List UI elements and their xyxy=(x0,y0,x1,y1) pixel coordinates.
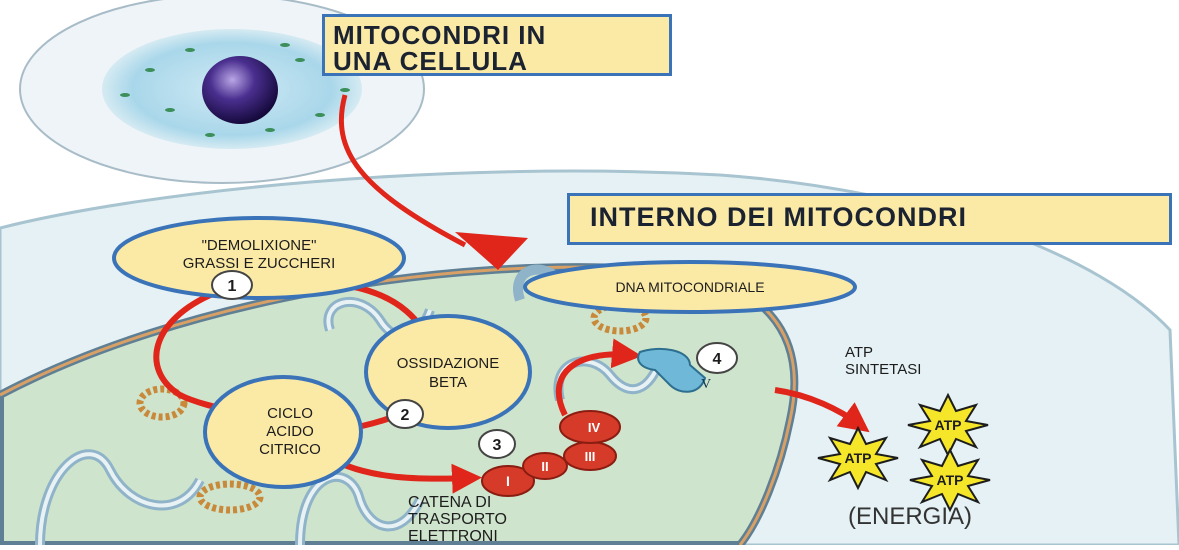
svg-text:I: I xyxy=(506,473,510,489)
step-badge-3 xyxy=(478,429,516,459)
ossidazione-label-2: BETA xyxy=(429,374,467,391)
complex-1 xyxy=(481,465,535,497)
atp-sintetasi-label-1: ATP xyxy=(845,344,873,361)
complex-2 xyxy=(522,452,568,480)
step-badges: 1 2 3 4 xyxy=(211,270,738,459)
atp-star-label-2: ATP xyxy=(845,450,872,466)
atp-synthase: V xyxy=(637,347,711,393)
complex-4 xyxy=(559,410,621,444)
complex-5: V xyxy=(701,377,711,392)
atp-stars: ATP ATP ATP xyxy=(817,392,991,513)
demolizione-label-1: "DEMOLIXIONE" xyxy=(202,237,317,254)
ciclo-label-1: CICLO xyxy=(267,405,313,422)
demolizione-label-2: GRASSI E ZUCCHERI xyxy=(183,255,336,272)
svg-text:III: III xyxy=(585,449,596,464)
step-badge-4 xyxy=(696,342,738,374)
dna-label: DNA MITOCONDRIALE xyxy=(615,279,764,295)
ciclo-circle xyxy=(203,375,363,489)
cell-mitochondria-dots xyxy=(120,43,350,137)
energia-label: (ENERGIA) xyxy=(848,503,972,530)
subtitle-box: INTERNO DEI MITOCONDRI xyxy=(567,193,1172,245)
subtitle-text: INTERNO DEI MITOCONDRI xyxy=(590,202,968,232)
svg-text:2: 2 xyxy=(401,407,410,424)
transport-chain: I II III IV xyxy=(481,410,621,497)
step-badge-1 xyxy=(211,270,253,300)
ciclo-label-2: ACIDO xyxy=(266,423,314,440)
atp-star-label-1: ATP xyxy=(935,417,962,433)
ciclo-label-3: CITRICO xyxy=(259,441,321,458)
ossidazione-label-1: OSSIDAZIONE xyxy=(397,355,500,372)
title-box: MITOCONDRI IN UNA CELLULA xyxy=(322,14,672,76)
svg-text:IV: IV xyxy=(588,420,601,435)
svg-text:II: II xyxy=(541,459,548,474)
step-badge-2 xyxy=(386,399,424,429)
title-line-1: MITOCONDRI IN xyxy=(333,20,547,50)
demolizione-oval xyxy=(112,216,406,300)
atp-star-label-3: ATP xyxy=(937,472,964,488)
svg-text:4: 4 xyxy=(713,351,722,368)
zoom-arrow xyxy=(455,232,528,270)
atp-sintetasi-label-2: SINTETASI xyxy=(845,361,921,378)
catena-label-1: CATENA DI xyxy=(408,494,491,511)
catena-label-3: ELETTRONI xyxy=(408,528,498,545)
svg-text:3: 3 xyxy=(493,437,502,454)
catena-label-2: TRASPORTO xyxy=(408,511,507,528)
nucleus xyxy=(202,56,278,124)
svg-text:1: 1 xyxy=(228,278,237,295)
title-line-2: UNA CELLULA xyxy=(333,46,528,76)
dna-oval xyxy=(523,260,857,314)
